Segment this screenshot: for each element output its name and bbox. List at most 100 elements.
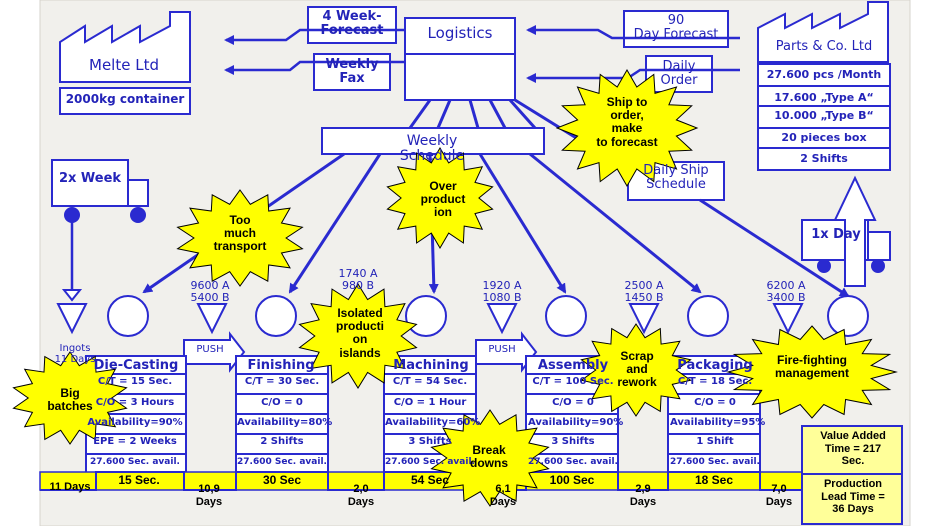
customer-truck-frequency: 1x Day <box>811 227 861 242</box>
value-added-box <box>801 425 903 475</box>
customer-row: 20 pieces box <box>781 131 867 144</box>
supplier-truck-body <box>51 159 129 207</box>
process-name: Die-Casting <box>93 358 179 373</box>
process-data-cell: C/T = 15 Sec. <box>97 376 173 387</box>
burst-isolated-islands: Isolated producti on islands <box>336 306 384 360</box>
shipment-arrow-up <box>833 175 877 287</box>
process-data-cell: Availability=95% <box>670 417 766 428</box>
process-data-cell: 27.600 Sec. avail. <box>385 457 475 467</box>
burst-big-batches: Big batches <box>47 386 93 414</box>
inventory-label: 1740 A 980 B <box>338 267 378 292</box>
burst-break-downs-shape <box>430 409 550 507</box>
process-data-cell: Availability=80% <box>237 417 333 428</box>
four-week-forecast-label: 4 Week- Forecast <box>320 9 384 38</box>
customer-truck-cab <box>867 231 891 261</box>
burst-big-batches-shape <box>12 351 128 445</box>
burst-scrap-rework: Scrap and rework <box>617 349 657 390</box>
process-data-cell: Availability=60% <box>385 417 481 428</box>
daily-order-box <box>645 55 713 93</box>
process-name: Packaging <box>677 358 753 373</box>
process-data-cell: C/O = 1 Hour <box>393 397 467 408</box>
timeline-lead-days: 10,9 Days <box>195 483 223 508</box>
operator-circle <box>545 295 587 337</box>
process-data-cell: 1 Shift <box>696 436 734 447</box>
process-data-cell: 27.600 Sec. avail. <box>90 457 180 467</box>
customer-row: 2 Shifts <box>800 152 848 165</box>
timeline-lead-days: 7,0 Days <box>765 483 793 508</box>
customer-factory-icon <box>757 1 889 63</box>
operator-circle <box>107 295 149 337</box>
weekly-fax-label: Weekly Fax <box>325 57 379 86</box>
inventory-triangle <box>772 303 804 335</box>
inventory-triangle <box>486 303 518 335</box>
four-week-forecast-box <box>307 6 397 44</box>
burst-fire-fighting: Fire-fighting management <box>774 353 850 381</box>
process-data-cell: C/O = 0 <box>552 397 594 408</box>
customer-truck-wheel <box>817 259 831 273</box>
inventory-triangle <box>196 303 228 335</box>
process-data-cell: C/T = 30 Sec. <box>244 376 320 387</box>
process-data-cell: C/T = 18 Sec. <box>677 376 753 387</box>
inventory-label: 9600 A 5400 B <box>190 279 230 304</box>
timeline-lead-days: 11 Days <box>49 481 91 493</box>
ninety-day-forecast-box <box>623 10 729 48</box>
process-data-cell: 3 Shifts <box>408 436 452 447</box>
supplier-truck-wheel <box>64 207 80 223</box>
customer-truck-wheel <box>871 259 885 273</box>
process-data-cell: 27.600 Sec. avail. <box>528 457 618 467</box>
supplier-name: Melte Ltd <box>89 56 159 74</box>
schedule-arrow <box>288 153 382 294</box>
timeline-process-time: 54 Sec <box>410 473 450 487</box>
logistics-box <box>404 17 516 101</box>
schedule-arrow <box>478 153 567 294</box>
process-data-cell: C/O = 0 <box>694 397 736 408</box>
daily-ship-schedule-label: Daily Ship Schedule <box>643 163 709 192</box>
info-arrow-ninety-day <box>526 25 740 40</box>
process-data-cell: 27.600 Sec. avail. <box>237 457 327 467</box>
push-label: PUSH <box>196 344 224 355</box>
timeline-process-time: 18 Sec <box>694 473 734 487</box>
operator-circle <box>255 295 297 337</box>
process-data-cell: 2 Shifts <box>260 436 304 447</box>
process-data-cell: 3 Shifts <box>551 436 595 447</box>
ingots-inventory-triangle <box>56 303 88 335</box>
process-data-cell: Availability=90% <box>528 417 624 428</box>
inventory-label: 6200 A 3400 B <box>766 279 806 304</box>
customer-row: 10.000 „Type B“ <box>774 109 874 122</box>
process-data-cell: Availability=90% <box>87 417 183 428</box>
inventory-label: 2500 A 1450 B <box>624 279 664 304</box>
process-data-cell: C/O = 3 Hours <box>95 397 175 408</box>
process-data-cell: EPE = 2 Weeks <box>93 436 177 447</box>
supplier-container: 2000kg container <box>65 92 185 106</box>
timeline-process-time: 15 Sec. <box>118 473 160 487</box>
supplier-truck-frequency: 2x Week <box>58 171 122 186</box>
process-name: Assembly <box>537 358 609 373</box>
ninety-day-forecast-label: 90 Day Forecast <box>633 13 719 42</box>
daily-order-label: Daily Order <box>660 59 698 88</box>
customer-row: 27.600 pcs /Month <box>766 68 882 81</box>
info-arrow-four-week <box>224 28 405 45</box>
weekly-schedule-box <box>321 127 545 155</box>
burst-break-downs: Break downs <box>470 443 508 471</box>
schedule-connector <box>468 99 480 129</box>
weekly-schedule-label: Weekly Schedule <box>399 133 465 164</box>
supplier-truck-cab <box>127 179 149 207</box>
process-data-cell: C/T = 100 Sec. <box>532 376 614 387</box>
burst-scrap-rework-shape <box>580 323 692 417</box>
burst-too-much-transport: Too much transport <box>213 213 267 254</box>
process-data-cell: C/T = 54 Sec. <box>392 376 468 387</box>
info-arrow-weekly-fax <box>224 60 405 75</box>
burst-isolated-islands-shape <box>298 283 418 389</box>
burst-over-production: Over product ion <box>420 179 466 220</box>
schedule-arrow <box>529 152 702 294</box>
schedule-connector <box>436 99 452 129</box>
supplier-data-box <box>59 87 191 115</box>
process-data-cell: C/O = 0 <box>261 397 303 408</box>
inventory-triangle <box>628 303 660 335</box>
timeline-process-time: 100 Sec <box>549 473 595 487</box>
logistics-title: Logistics <box>427 24 493 42</box>
operator-circle <box>827 295 869 337</box>
customer-data-box <box>757 147 891 171</box>
